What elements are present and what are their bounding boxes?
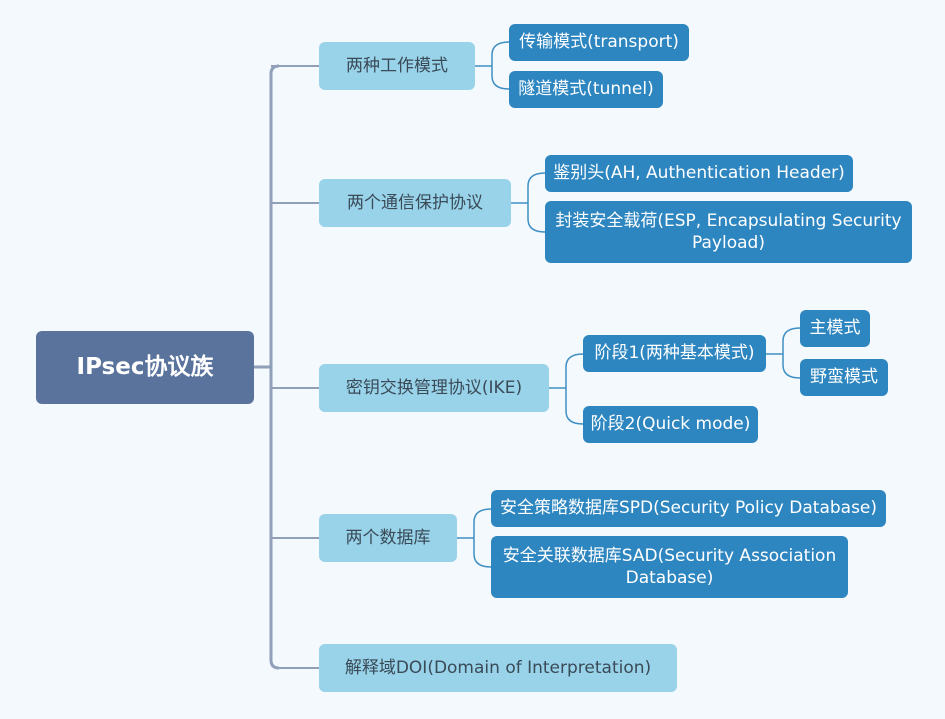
node-phase-1[interactable]: 阶段1(两种基本模式) xyxy=(583,335,766,372)
node-esp[interactable]: 封装安全载荷(ESP, Encapsulating Security Paylo… xyxy=(545,201,912,263)
branch-doi[interactable]: 解释域DOI(Domain of Interpretation) xyxy=(319,644,677,692)
branch-work-modes[interactable]: 两种工作模式 xyxy=(319,42,475,90)
node-spd[interactable]: 安全策略数据库SPD(Security Policy Database) xyxy=(491,490,886,527)
node-main-mode[interactable]: 主模式 xyxy=(800,310,870,347)
branch-4-connectors xyxy=(457,508,492,568)
node-aggressive-mode[interactable]: 野蛮模式 xyxy=(800,359,888,396)
root-node[interactable]: IPsec协议族 xyxy=(36,331,254,404)
trunk-line xyxy=(269,64,280,670)
branch-protection-protocols[interactable]: 两个通信保护协议 xyxy=(319,179,511,227)
node-transport-mode[interactable]: 传输模式(transport) xyxy=(509,24,689,61)
branch-1-connectors xyxy=(475,41,510,90)
node-ah[interactable]: 鉴别头(AH, Authentication Header) xyxy=(545,155,853,192)
branch-databases[interactable]: 两个数据库 xyxy=(319,514,457,562)
node-phase-2[interactable]: 阶段2(Quick mode) xyxy=(583,406,758,443)
node-sad[interactable]: 安全关联数据库SAD(Security Association Database… xyxy=(491,536,848,598)
branch-2-connectors xyxy=(511,172,546,233)
node-tunnel-mode[interactable]: 隧道模式(tunnel) xyxy=(509,71,663,108)
branch-ike[interactable]: 密钥交换管理协议(IKE) xyxy=(319,364,549,412)
branch-3-connectors xyxy=(549,327,801,425)
